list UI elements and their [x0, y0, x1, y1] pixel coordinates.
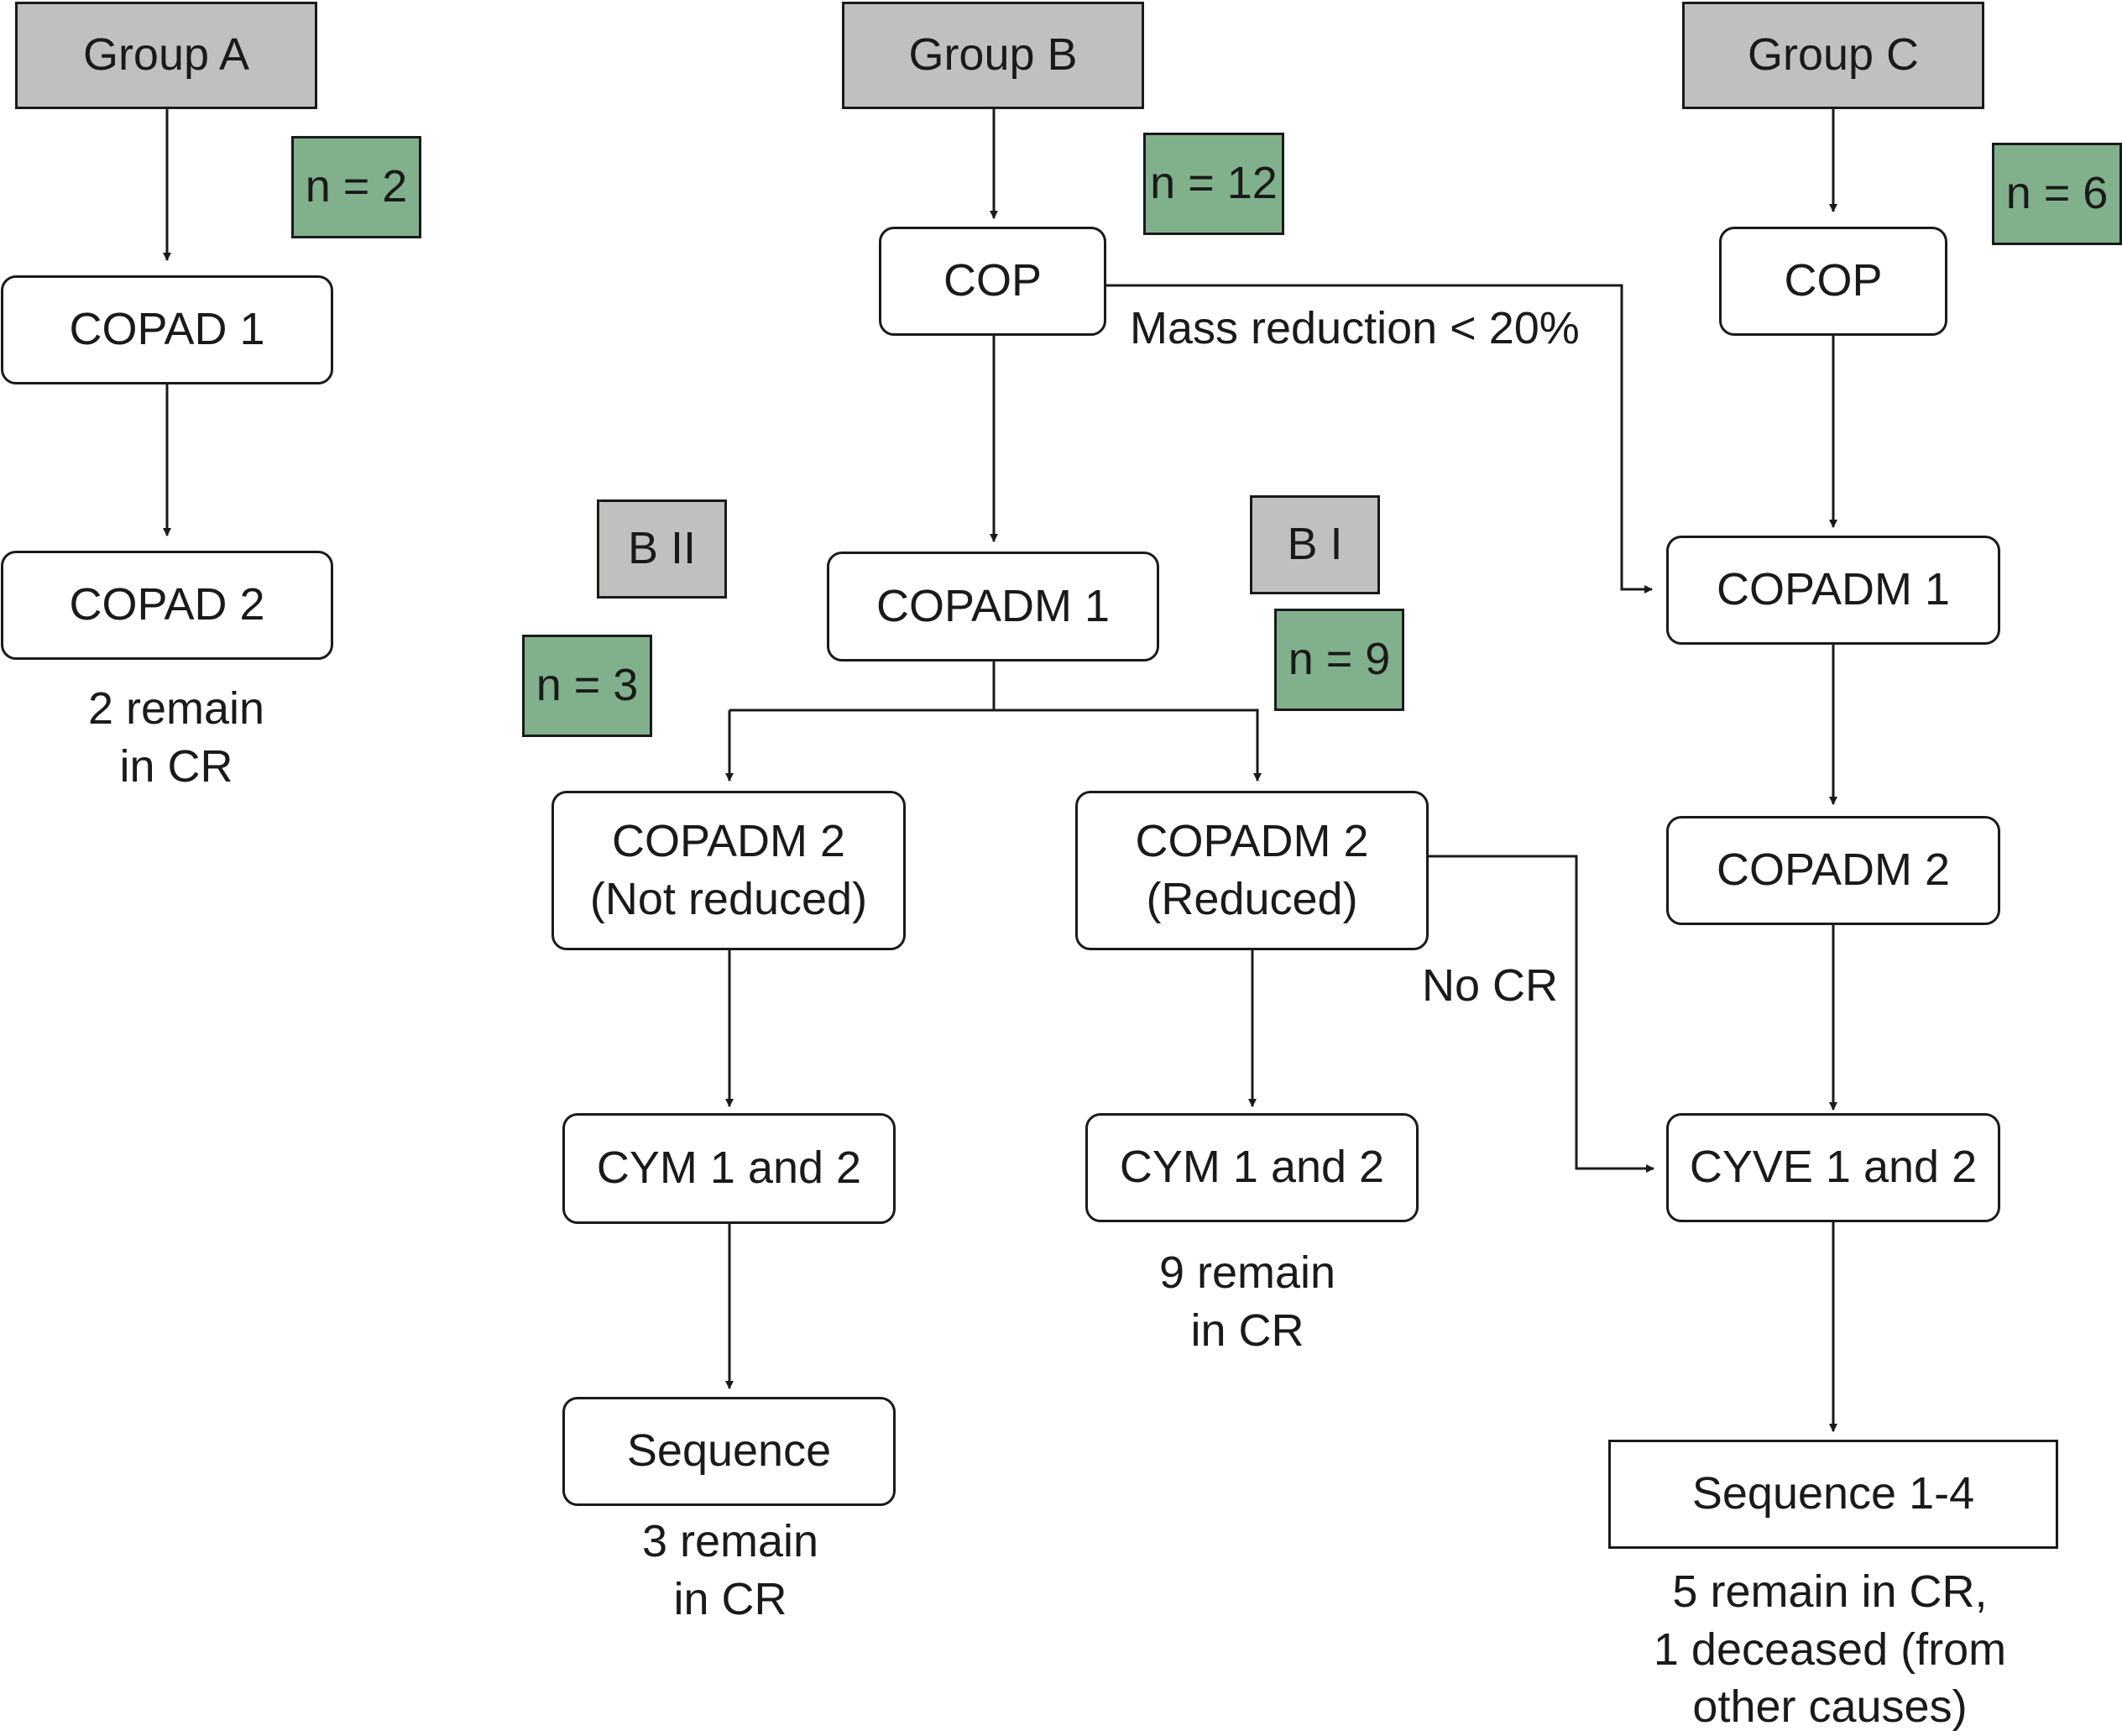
b2-copadm2-box: COPADM 2 (Not reduced): [551, 791, 906, 950]
group-c-copadm2-label: COPADM 2: [1716, 844, 1951, 896]
group-c-cop-label: COP: [1784, 255, 1883, 306]
subgroup-b1-count: n = 9: [1274, 609, 1404, 711]
group-a-copad2-box: COPAD 2: [1, 551, 333, 660]
subgroup-b2-header: B II: [597, 499, 727, 599]
subgroup-b2-count: n = 3: [522, 635, 652, 737]
subgroup-b1-header: B I: [1250, 495, 1380, 594]
b2-copadm2-label-line-2: (Not reduced): [589, 874, 868, 924]
group-c-sequence-label: Sequence 1-4: [1691, 1468, 1975, 1519]
group-a-header: Group A: [15, 2, 317, 109]
b1-cym-box: CYM 1 and 2: [1085, 1113, 1419, 1222]
group-b-cop-label: COP: [943, 255, 1043, 306]
group-a-copad1-label: COPAD 1: [69, 304, 265, 355]
group-c-copadm2-box: COPADM 2: [1666, 816, 2000, 925]
group-a-outcome: 2 remain in CR: [34, 680, 319, 795]
group-c-outcome: 5 remain in CR, 1 deceased (from other c…: [1595, 1563, 2065, 1736]
b1-outcome-line-2: in CR: [1190, 1305, 1304, 1356]
no-cr-label: No CR: [1422, 960, 1559, 1011]
b1-copadm2-label-line-1: COPADM 2: [1135, 815, 1369, 866]
group-c-outcome-line-3: other causes): [1692, 1681, 1968, 1733]
arrow-mass-reduction-to-c-copadm1: [1106, 284, 1653, 593]
b2-copadm2-label-line-1: COPADM 2: [611, 815, 846, 866]
b1-outcome-line-1: 9 remain: [1158, 1247, 1336, 1298]
group-a-copad1-box: COPAD 1: [1, 275, 333, 384]
group-a-outcome-line-1: 2 remain: [87, 683, 265, 734]
arrow-no-cr-to-cyve: [1429, 855, 1654, 1173]
group-c-cop-box: COP: [1719, 227, 1947, 336]
b2-sequence-label: Sequence: [626, 1425, 832, 1477]
b2-cym-label: CYM 1 and 2: [596, 1143, 862, 1194]
group-b-count: n = 12: [1143, 133, 1284, 235]
group-c-cyve-label: CYVE 1 and 2: [1689, 1142, 1978, 1193]
group-b-copadm1-box: COPADM 1: [827, 552, 1159, 661]
b2-sequence-box: Sequence: [562, 1397, 896, 1506]
b1-cym-label: CYM 1 and 2: [1119, 1142, 1385, 1193]
group-c-sequence-box: Sequence 1-4: [1608, 1440, 2058, 1549]
b2-outcome-line-1: 3 remain: [641, 1516, 819, 1566]
b1-copadm2-label-line-2: (Reduced): [1146, 874, 1358, 924]
group-a-outcome-line-2: in CR: [119, 740, 233, 792]
group-c-header: Group C: [1682, 2, 1984, 109]
group-b-header: Group B: [842, 2, 1144, 109]
group-a-copad2-label: COPAD 2: [69, 579, 265, 630]
group-b-copadm1-label: COPADM 1: [875, 580, 1111, 631]
group-c-copadm1-box: COPADM 1: [1666, 536, 2000, 645]
b1-copadm2-box: COPADM 2 (Reduced): [1075, 791, 1429, 950]
mass-reduction-label: Mass reduction < 20%: [1130, 303, 1580, 353]
group-c-count: n = 6: [1992, 143, 2122, 245]
group-c-outcome-line-2: 1 deceased (from: [1653, 1624, 2007, 1675]
group-c-copadm1-label: COPADM 1: [1716, 564, 1951, 615]
group-c-outcome-line-1: 5 remain in CR,: [1672, 1566, 1988, 1617]
b2-outcome-line-2: in CR: [673, 1573, 787, 1624]
b2-outcome: 3 remain in CR: [588, 1513, 873, 1628]
group-a-count: n = 2: [291, 136, 421, 238]
group-c-cyve-box: CYVE 1 and 2: [1666, 1113, 2000, 1222]
b1-outcome: 9 remain in CR: [1105, 1244, 1390, 1359]
arrow-split-to-b1-copadm2: [729, 709, 1262, 782]
group-b-cop-box: COP: [879, 227, 1106, 336]
b2-cym-box: CYM 1 and 2: [562, 1113, 896, 1224]
